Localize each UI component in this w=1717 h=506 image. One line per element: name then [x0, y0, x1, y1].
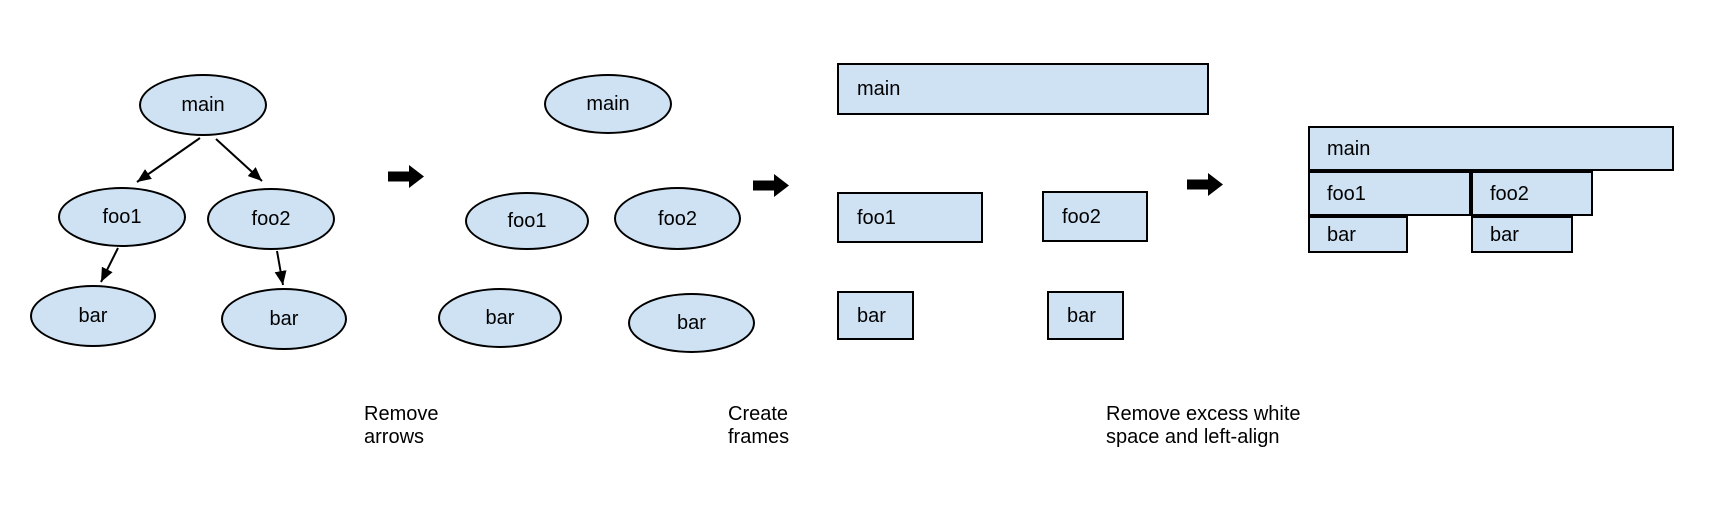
plain-node-foo2-label: foo2	[658, 207, 697, 230]
right-arrow-icon	[753, 173, 790, 198]
plain-node-foo2: foo2	[614, 187, 741, 250]
frame-bar-left-label: bar	[857, 304, 886, 327]
tree-node-bar-left: bar	[30, 285, 156, 347]
flame-frame-foo1: foo1	[1308, 171, 1471, 216]
caption-line: Remove excess white	[1106, 403, 1301, 425]
frame-bar-right: bar	[1047, 291, 1124, 340]
plain-node-main-label: main	[586, 93, 630, 115]
frame-foo2: foo2	[1042, 191, 1148, 242]
flame-frame-bar-right-label: bar	[1490, 223, 1519, 246]
tree-edge-main-foo2	[215, 138, 263, 182]
tree-node-bar-right-label: bar	[269, 308, 299, 330]
frame-bar-right-label: bar	[1067, 304, 1096, 327]
flame-frame-main-label: main	[1327, 137, 1371, 160]
tree-node-main-label: main	[181, 94, 225, 116]
flame-frame-foo2-label: foo2	[1490, 182, 1529, 205]
flame-frame-main: main	[1308, 126, 1674, 171]
flame-frame-foo1-label: foo1	[1327, 182, 1366, 205]
caption-remove-whitespace: Remove excess white space and left-align	[1106, 403, 1301, 449]
caption-line: Create	[728, 403, 789, 425]
tree-node-bar-left-label: bar	[78, 305, 108, 327]
caption-line: arrows	[364, 426, 425, 448]
caption-line: Remove	[364, 403, 439, 425]
tree-edge-foo1-bar	[100, 247, 119, 283]
tree-node-foo1: foo1	[58, 187, 186, 247]
plain-node-main: main	[544, 74, 672, 134]
flame-frame-bar-right: bar	[1471, 216, 1573, 253]
frame-main-label: main	[857, 78, 901, 100]
tree-node-bar-right: bar	[221, 288, 347, 350]
frame-bar-left: bar	[837, 291, 914, 340]
right-arrow-icon	[1187, 172, 1224, 197]
plain-node-bar-right-label: bar	[677, 312, 706, 334]
tree-node-foo2-label: foo2	[251, 208, 291, 230]
flame-frame-foo2: foo2	[1471, 171, 1593, 216]
caption-line: frames	[728, 426, 790, 448]
plain-node-bar-left-label: bar	[485, 307, 515, 329]
caption-create-frames: Create frames	[728, 403, 789, 449]
plain-node-foo1-label: foo1	[507, 210, 547, 232]
tree-edge-main-foo1	[136, 137, 201, 183]
tree-node-foo2: foo2	[207, 188, 335, 250]
flame-frame-bar-left-label: bar	[1327, 223, 1356, 246]
frame-foo1-label: foo1	[857, 206, 896, 229]
plain-node-foo1: foo1	[465, 192, 589, 250]
frame-foo1: foo1	[837, 192, 983, 243]
frame-foo2-label: foo2	[1062, 205, 1101, 228]
flame-frame-bar-left: bar	[1308, 216, 1408, 253]
tree-node-main: main	[139, 74, 267, 136]
caption-line: space and left-align	[1106, 426, 1280, 448]
right-arrow-icon	[388, 164, 425, 189]
tree-edge-foo2-bar	[274, 250, 287, 286]
tree-node-foo1-label: foo1	[102, 206, 142, 228]
plain-node-bar-right: bar	[628, 293, 755, 353]
frame-main: main	[837, 63, 1209, 115]
plain-node-bar-left: bar	[438, 288, 562, 348]
caption-remove-arrows: Remove arrows	[364, 403, 438, 449]
